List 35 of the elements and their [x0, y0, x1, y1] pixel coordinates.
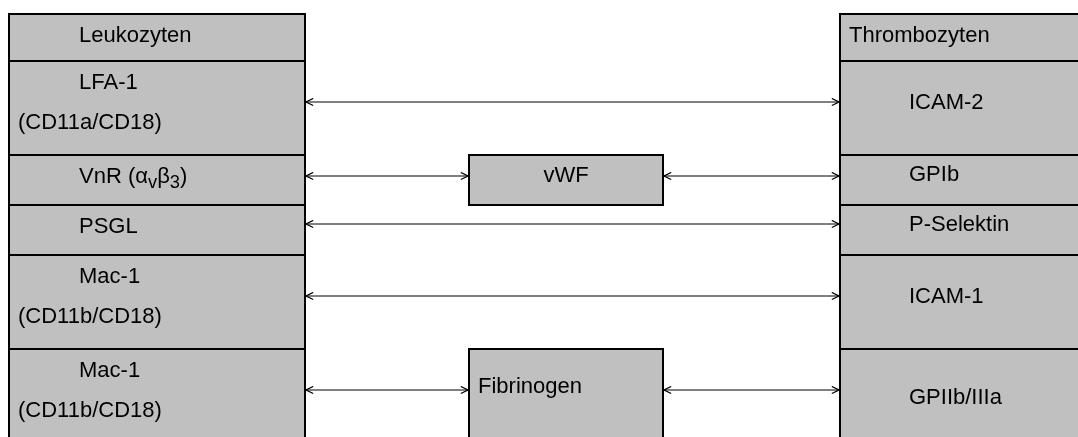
double-arrow [305, 291, 840, 301]
table-cell [839, 348, 1078, 437]
table-cell [8, 60, 306, 156]
table-cell [839, 154, 1078, 206]
box-label: Fibrinogen [478, 372, 582, 400]
cell-text: Mac-1 (CD11b/CD18) [18, 356, 163, 424]
molecule-box [468, 154, 664, 206]
column-heading: Thrombozyten [849, 21, 990, 49]
double-arrow [305, 385, 469, 395]
double-arrow [663, 171, 840, 181]
cell-text: ICAM-1 [909, 282, 984, 310]
cell-text: P-Selektin [909, 210, 1010, 238]
table-cell [839, 204, 1078, 256]
cell-text: PSGL [78, 212, 139, 240]
cell-text: LFA-1 (CD11a/CD18) [18, 68, 163, 136]
cell-text: VnR (α$_{v}$β$_{3}$) [78, 162, 189, 195]
molecule-box [468, 348, 664, 437]
double-arrow [305, 219, 840, 229]
cell-text: ICAM-2 [909, 88, 984, 116]
double-arrow [305, 97, 840, 107]
cell-text: Mac-1 (CD11b/CD18) [18, 262, 163, 330]
column-heading: Leukozyten [78, 21, 193, 49]
table-cell [839, 60, 1078, 156]
table-cell [839, 254, 1078, 350]
box-label: vWF [542, 161, 590, 189]
table-cell [8, 204, 306, 256]
table-cell [8, 348, 306, 437]
double-arrow [305, 171, 469, 181]
double-arrow [663, 385, 840, 395]
header-cell [839, 13, 1078, 62]
table-cell [8, 254, 306, 350]
cell-text: GPIb [909, 160, 960, 188]
header-cell [8, 13, 306, 62]
table-cell [8, 154, 306, 206]
cell-text: GPIIb/IIIa [909, 383, 1002, 411]
